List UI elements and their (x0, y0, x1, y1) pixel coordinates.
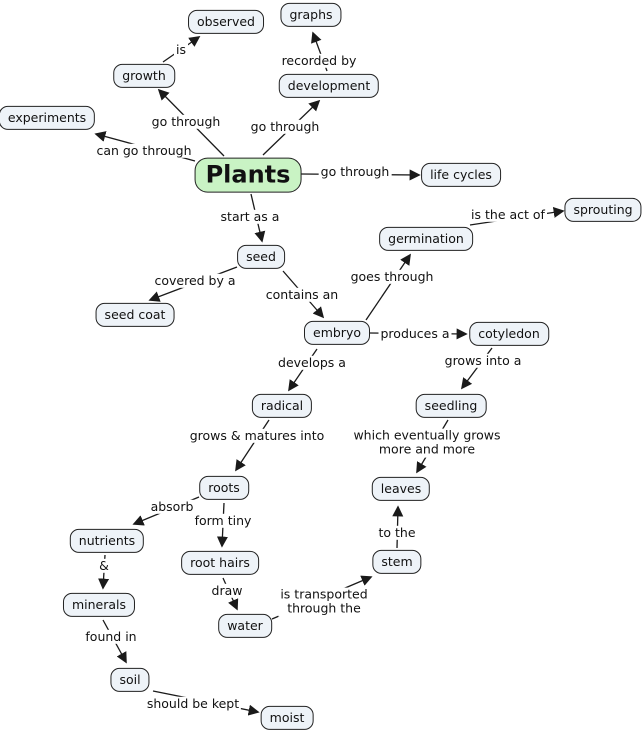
link-label-embryo-radical: develops a (276, 354, 348, 371)
link-label-germination-sprouting: is the act of (469, 206, 547, 223)
link-label-seed-embryo: contains an (263, 286, 341, 303)
link-label-nutrients-minerals: & (97, 557, 111, 574)
concept-node-stem[interactable]: stem (372, 549, 422, 575)
concept-node-seedling[interactable]: seedling (415, 393, 487, 419)
link-label-embryo-cotyledon: produces a (378, 325, 452, 342)
concept-node-moist[interactable]: moist (260, 705, 314, 731)
concept-node-germination[interactable]: germination (379, 226, 473, 252)
link-label-roots-root-hairs: form tiny (192, 512, 254, 529)
link-line-embryo-germination (365, 253, 411, 321)
link-label-plants-growth: go through (149, 113, 223, 130)
concept-node-life-cycles[interactable]: life cycles (421, 162, 501, 188)
link-label-water-stem: is transported through the (278, 586, 370, 617)
concept-node-graphs[interactable]: graphs (280, 2, 342, 28)
link-label-root-hairs-water: draw (209, 582, 245, 599)
concept-node-cotyledon[interactable]: cotyledon (469, 321, 549, 347)
concept-node-seed[interactable]: seed (237, 244, 285, 270)
link-label-seedling-leaves: which eventually grows more and more (351, 427, 503, 458)
link-label-plants-experiments: can go through (94, 142, 194, 159)
link-label-plants-seed: start as a (218, 208, 282, 225)
link-label-stem-leaves: to the (376, 524, 418, 541)
link-label-roots-nutrients: absorb (148, 498, 196, 515)
concept-node-plants[interactable]: Plants (194, 157, 302, 193)
concept-node-experiments[interactable]: experiments (0, 105, 96, 131)
link-label-plants-development: go through (248, 118, 322, 135)
concept-node-root-hairs[interactable]: root hairs (181, 550, 259, 576)
concept-node-minerals[interactable]: minerals (62, 592, 136, 618)
link-label-embryo-germination: goes through (348, 268, 436, 285)
concept-node-embryo[interactable]: embryo (304, 320, 370, 346)
concept-node-leaves[interactable]: leaves (371, 476, 431, 502)
concept-node-growth[interactable]: growth (113, 63, 175, 89)
link-label-soil-moist: should be kept (144, 695, 242, 712)
concept-node-nutrients[interactable]: nutrients (69, 528, 145, 554)
link-label-cotyledon-seedling: grows into a (442, 352, 524, 369)
concept-node-water[interactable]: water (218, 613, 272, 639)
concept-node-observed[interactable]: observed (188, 9, 264, 35)
link-line-radical-roots (235, 419, 270, 472)
link-label-growth-observed: is (174, 41, 188, 58)
concept-node-seed-coat[interactable]: seed coat (95, 302, 175, 328)
link-label-seed-seed-coat: covered by a (152, 272, 238, 289)
link-label-development-graphs: recorded by (279, 52, 359, 69)
concept-node-roots[interactable]: roots (199, 475, 249, 501)
concept-node-development[interactable]: development (278, 73, 380, 99)
link-label-plants-life-cycles: go through (318, 163, 392, 180)
link-label-radical-roots: grows & matures into (187, 427, 327, 444)
concept-node-radical[interactable]: radical (251, 393, 313, 419)
link-label-minerals-soil: found in (83, 628, 139, 645)
concept-node-sprouting[interactable]: sprouting (564, 197, 642, 223)
concept-node-soil[interactable]: soil (110, 667, 150, 693)
